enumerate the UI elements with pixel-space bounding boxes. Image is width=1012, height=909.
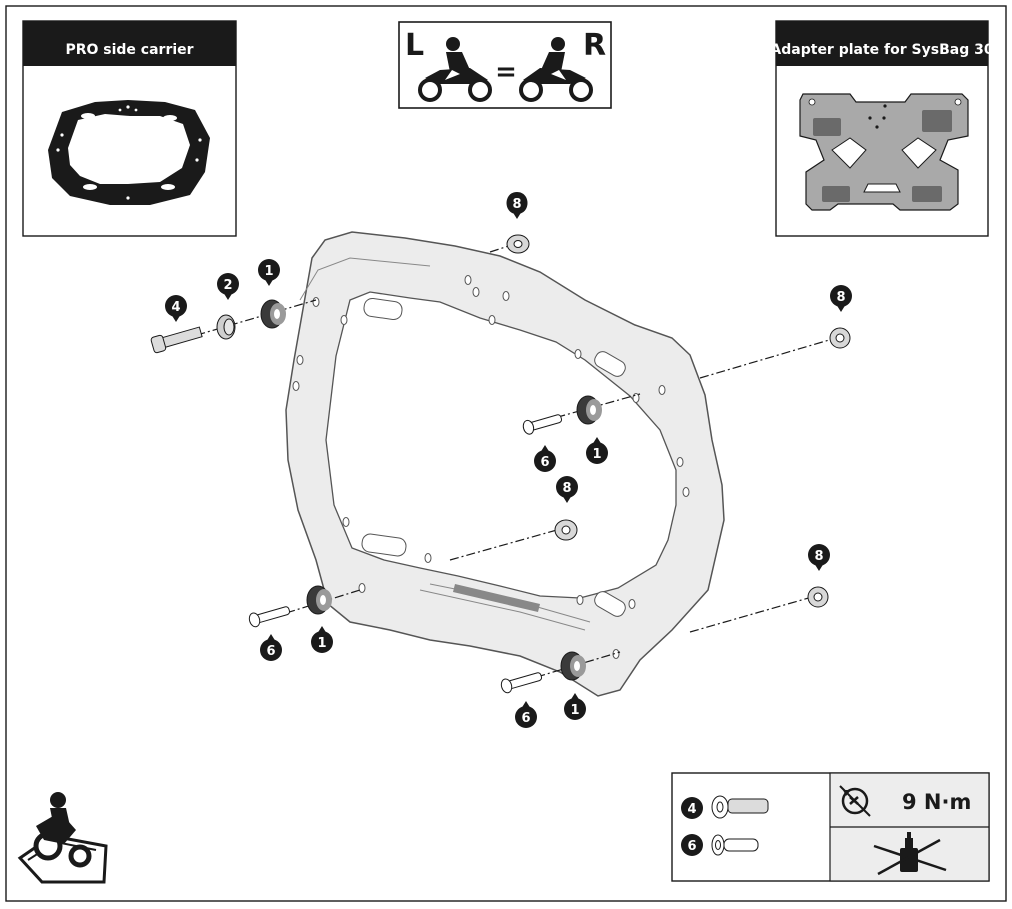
right-motorcycle-icon — [519, 37, 593, 102]
callout-1-left: 1 — [311, 626, 333, 653]
spacer-part — [216, 314, 236, 340]
callout-badges: 8 4 2 1 8 6 1 8 — [165, 192, 852, 728]
callout-6-bottom: 6 — [515, 701, 537, 728]
nut-part — [506, 234, 530, 254]
svg-text:1: 1 — [570, 703, 579, 718]
equals-sign: = — [495, 57, 517, 87]
callout-1-bottom: 1 — [564, 693, 586, 720]
callout-6-left: 6 — [260, 634, 282, 661]
svg-text:8: 8 — [562, 481, 571, 496]
callout-6-inner: 6 — [534, 445, 556, 472]
callout-1-inner: 1 — [586, 437, 608, 464]
adapter-plate-image — [799, 93, 969, 211]
countersunk-screw-part — [248, 606, 291, 628]
left-motorcycle-icon — [418, 37, 492, 102]
legend-bolt-row-4: 4 — [681, 795, 769, 819]
pro-side-carrier-panel: PRO side carrier — [22, 20, 237, 237]
carrier-panel-title: PRO side carrier — [65, 42, 193, 58]
svg-text:8: 8 — [512, 197, 521, 212]
rubber-grommet-part — [576, 395, 602, 425]
page-border — [5, 5, 1007, 902]
svg-text:4: 4 — [687, 802, 696, 817]
callout-8-right: 8 — [830, 285, 852, 312]
countersunk-screw-part — [522, 414, 563, 435]
svg-text:6: 6 — [540, 455, 549, 470]
no-thread-locker-icon — [873, 832, 947, 876]
callout-8-center: 8 — [556, 476, 578, 503]
callout-2: 2 — [217, 273, 239, 300]
legend-bolt-row-6: 6 — [681, 834, 759, 856]
svg-text:1: 1 — [317, 636, 326, 651]
rubber-grommet-part — [306, 585, 332, 615]
right-letter: R — [583, 28, 606, 63]
svg-text:8: 8 — [814, 549, 823, 564]
rubber-grommet-part — [260, 299, 286, 329]
hardware-torque-legend: 4 6 9 N·m — [671, 772, 990, 882]
torque-value: 9 N·m — [902, 790, 971, 814]
nut-part — [554, 519, 578, 541]
torque-wrench-icon — [839, 785, 871, 817]
left-letter: L — [405, 28, 424, 63]
hardware-parts — [150, 234, 851, 694]
rubber-grommet-part — [560, 651, 586, 681]
svg-text:8: 8 — [836, 290, 845, 305]
svg-text:6: 6 — [521, 711, 530, 726]
adapter-panel-title: Adapter plate for SysBag 30 — [770, 42, 993, 58]
svg-text:1: 1 — [592, 447, 601, 462]
left-right-symmetry-box: L = R — [398, 21, 612, 109]
svg-text:2: 2 — [223, 278, 232, 293]
svg-text:4: 4 — [171, 300, 180, 315]
svg-text:6: 6 — [266, 644, 275, 659]
nut-part — [807, 586, 829, 608]
svg-text:1: 1 — [264, 264, 273, 279]
callout-8-top: 8 — [506, 192, 528, 219]
nut-part — [829, 327, 851, 349]
bolt-long-part — [150, 326, 203, 354]
carrier-frame-image — [48, 100, 210, 205]
carrier-frame — [285, 231, 725, 697]
mechanic-work-icon — [17, 792, 108, 884]
adapter-plate-panel: Adapter plate for SysBag 30 — [770, 20, 994, 237]
countersunk-screw-part — [500, 672, 543, 694]
callout-1-top: 1 — [258, 259, 280, 286]
callout-8-right-lower: 8 — [808, 544, 830, 571]
callout-4: 4 — [165, 295, 187, 322]
svg-text:6: 6 — [687, 839, 696, 854]
